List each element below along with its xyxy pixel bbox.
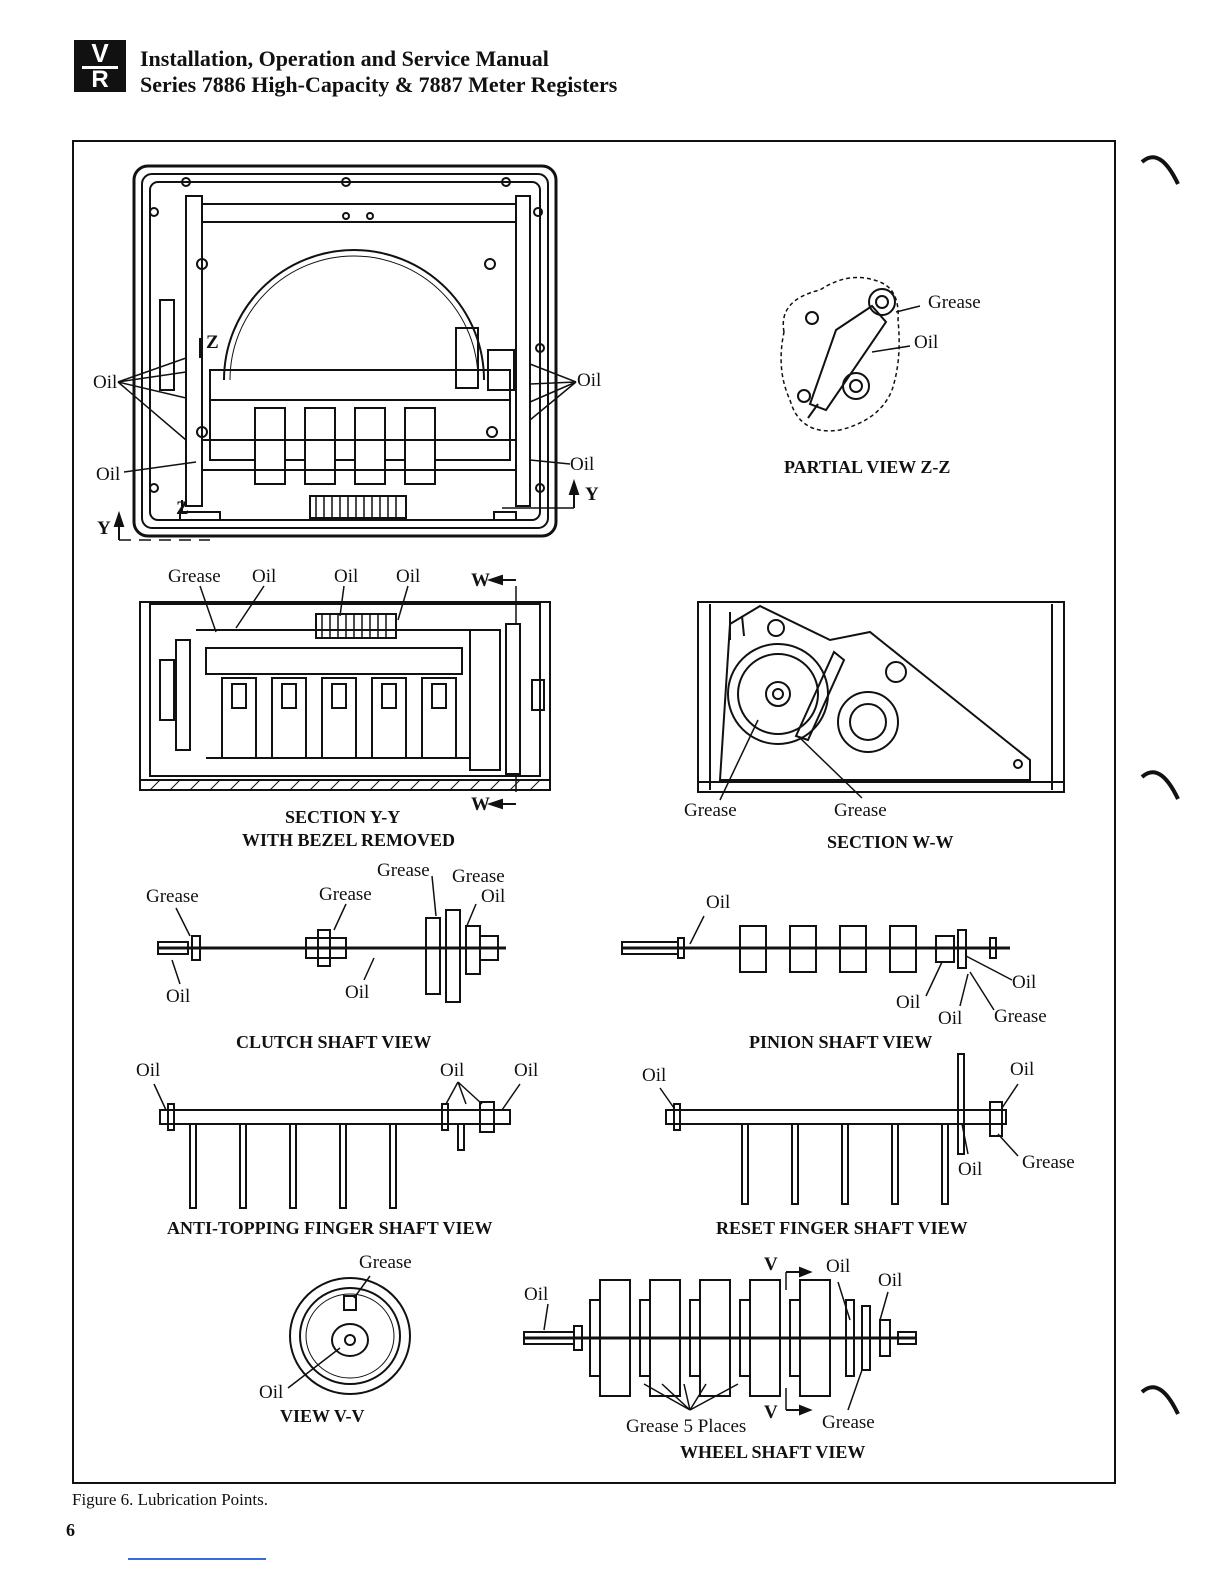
caption-section-ww: SECTION W-W — [827, 832, 954, 852]
vr-logo: V R — [74, 38, 126, 93]
section-yy-drawing — [139, 574, 551, 810]
label-oil: Oil — [481, 886, 505, 907]
label-grease: Grease — [359, 1252, 412, 1273]
wheel-shaft-drawing — [523, 1266, 917, 1416]
clutch-shaft-drawing — [157, 875, 506, 1003]
label-grease: Grease — [168, 566, 221, 587]
section-mark-v: V — [764, 1254, 778, 1275]
caption-section-yy-note: WITH BEZEL REMOVED — [242, 830, 455, 850]
label-oil: Oil — [96, 464, 120, 485]
label-oil: Oil — [440, 1060, 464, 1081]
label-oil: Oil — [524, 1284, 548, 1305]
label-oil: Oil — [938, 1008, 962, 1029]
logo-divider — [82, 66, 118, 69]
label-oil: Oil — [1012, 972, 1036, 993]
section-mark-z: Z — [176, 498, 189, 519]
label-oil: Oil — [136, 1060, 160, 1081]
header-title: Installation, Operation and Service Manu… — [140, 46, 549, 71]
section-mark-v: V — [764, 1402, 778, 1423]
label-oil: Oil — [259, 1382, 283, 1403]
caption-anti-topping-shaft: ANTI-TOPPING FINGER SHAFT VIEW — [167, 1218, 493, 1238]
view-vv-drawing — [287, 1275, 411, 1395]
logo-letter-v: V — [91, 38, 109, 68]
label-grease: Grease — [834, 800, 887, 821]
caption-wheel-shaft: WHEEL SHAFT VIEW — [680, 1442, 865, 1462]
label-oil: Oil — [958, 1159, 982, 1180]
reset-finger-shaft-drawing — [659, 1053, 1019, 1205]
anti-topping-shaft-drawing — [153, 1081, 521, 1209]
figure-caption: Figure 6. Lubrication Points. — [72, 1490, 268, 1509]
binder-ring-icon — [1140, 1385, 1180, 1415]
label-oil: Oil — [642, 1065, 666, 1086]
page-number: 6 — [66, 1520, 75, 1540]
caption-reset-finger-shaft: RESET FINGER SHAFT VIEW — [716, 1218, 968, 1238]
label-oil: Oil — [826, 1256, 850, 1277]
figure-frame — [72, 140, 1116, 1484]
caption-section-yy: SECTION Y-Y — [285, 807, 400, 827]
label-grease: Grease — [928, 292, 981, 313]
logo-letter-r: R — [91, 66, 109, 93]
label-oil: Oil — [166, 986, 190, 1007]
label-oil: Oil — [706, 892, 730, 913]
label-oil: Oil — [1010, 1059, 1034, 1080]
label-oil: Oil — [334, 566, 358, 587]
label-grease: Grease — [1022, 1152, 1075, 1173]
front-view-drawing — [113, 164, 580, 541]
pinion-shaft-drawing — [621, 915, 1013, 1011]
label-oil: Oil — [93, 372, 117, 393]
caption-pinion-shaft: PINION SHAFT VIEW — [749, 1032, 932, 1052]
partial-view-zz-drawing — [780, 276, 921, 432]
label-oil: Oil — [252, 566, 276, 587]
binder-ring-icon — [1140, 770, 1180, 800]
label-oil: Oil — [914, 332, 938, 353]
label-oil: Oil — [514, 1060, 538, 1081]
label-grease: Grease — [319, 884, 372, 905]
section-mark-w: W — [471, 794, 490, 815]
caption-clutch-shaft: CLUTCH SHAFT VIEW — [236, 1032, 431, 1052]
label-oil: Oil — [396, 566, 420, 587]
caption-view-vv: VIEW V-V — [280, 1406, 365, 1426]
label-grease: Grease — [377, 860, 430, 881]
highlight-line — [128, 1558, 266, 1560]
label-oil: Oil — [345, 982, 369, 1003]
label-oil: Oil — [896, 992, 920, 1013]
label-oil: Oil — [878, 1270, 902, 1291]
section-mark-y: Y — [585, 484, 599, 505]
label-grease: Grease — [684, 800, 737, 821]
section-mark-y: Y — [97, 518, 111, 539]
label-grease: Grease — [452, 866, 505, 887]
section-ww-drawing — [697, 601, 1065, 801]
binder-ring-icon — [1140, 155, 1180, 185]
label-grease-5-places: Grease 5 Places — [626, 1416, 746, 1437]
header-subtitle: Series 7886 High-Capacity & 7887 Meter R… — [140, 72, 618, 97]
caption-partial-view-zz: PARTIAL VIEW Z-Z — [784, 457, 950, 477]
label-grease: Grease — [994, 1006, 1047, 1027]
label-grease: Grease — [146, 886, 199, 907]
label-oil: Oil — [570, 454, 594, 475]
label-grease: Grease — [822, 1412, 875, 1433]
section-mark-z: Z — [206, 332, 219, 353]
section-mark-w: W — [471, 570, 490, 591]
label-oil: Oil — [577, 370, 601, 391]
